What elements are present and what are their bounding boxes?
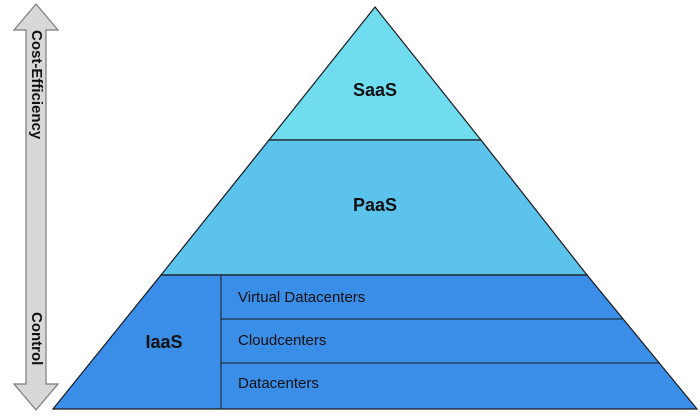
saas-label: SaaS: [353, 80, 397, 100]
iaas-layer-datacenters: Datacenters: [238, 375, 319, 392]
control-label: Control: [28, 312, 45, 365]
double-arrow-icon: [12, 3, 60, 411]
iaas-layer-cloudcenters: Cloudcenters: [238, 332, 326, 349]
cost-efficiency-label: Cost-Efficiency: [28, 30, 45, 140]
cost-control-axis: Cost-Efficiency Control: [12, 3, 60, 411]
iaas-layer-virtual-datacenters: Virtual Datacenters: [238, 289, 365, 306]
saas-tier: [267, 6, 483, 141]
iaas-label: IaaS: [145, 332, 182, 352]
iaas-tier: [51, 274, 699, 410]
paas-label: PaaS: [353, 195, 397, 215]
pyramid: [51, 6, 699, 410]
